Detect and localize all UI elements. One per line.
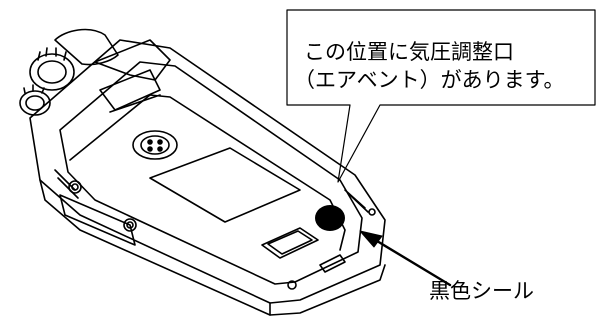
- seal-label: 黒色シール: [429, 279, 534, 303]
- callout-bubble: [286, 9, 596, 183]
- seal-arrow: [359, 230, 452, 287]
- knob-assembly: [19, 28, 119, 116]
- callout-text-line1: この位置に気圧調整口: [304, 40, 514, 64]
- black-seal: [315, 205, 345, 231]
- callout-text-line2: （エアベント）があります。: [294, 68, 565, 92]
- radio-body: [29, 39, 386, 316]
